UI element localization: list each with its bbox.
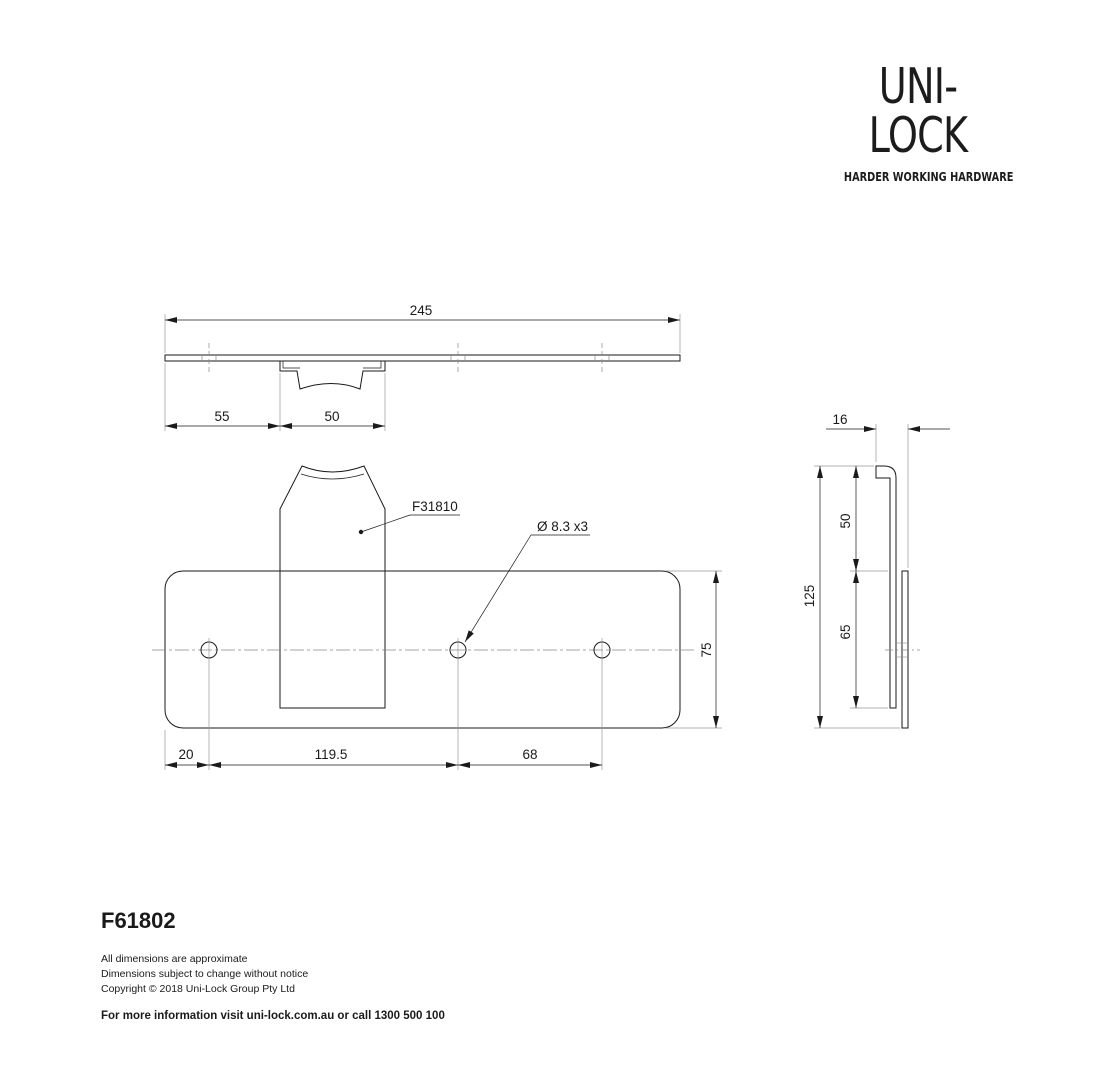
brand-tagline: HARDER WORKING HARDWARE xyxy=(843,169,1014,184)
note-line: Copyright © 2018 Uni-Lock Group Pty Ltd xyxy=(101,983,295,995)
dim-offset-left xyxy=(164,363,386,431)
callout-part-ref xyxy=(358,514,460,535)
bracket-body xyxy=(279,465,386,571)
dim-thickness-label: 16 xyxy=(832,412,847,427)
dim-plate-height xyxy=(666,570,722,729)
note-line: All dimensions are approximate xyxy=(101,953,248,965)
brand-logo: UNI-LOCK HARDER WORKING HARDWARE xyxy=(820,62,1016,186)
dim-bracket-width-label: 50 xyxy=(324,409,339,424)
top-view-plate xyxy=(164,354,681,362)
dim-overall-height-label: 125 xyxy=(802,585,817,608)
callout-hole-spec xyxy=(464,534,590,643)
brand-wordmark: UNI-LOCK xyxy=(868,58,968,164)
side-view-plate xyxy=(901,570,909,729)
note-line: Dimensions subject to change without not… xyxy=(101,968,309,980)
dim-offset-left-label: 55 xyxy=(214,409,229,424)
dim-hole-spacing-1-label: 119.5 xyxy=(315,747,348,762)
contact-info: For more information visit uni-lock.com.… xyxy=(101,1010,445,1022)
dim-upper-height-label: 50 xyxy=(838,513,853,528)
top-view-bracket xyxy=(279,361,386,390)
side-view-bracket xyxy=(875,465,897,709)
back-plate xyxy=(164,570,681,729)
callout-part-ref-label: F31810 xyxy=(412,499,458,514)
dim-side-heights xyxy=(814,465,900,729)
part-number: F61802 xyxy=(101,908,176,933)
dim-hole-positions xyxy=(164,662,603,770)
dim-hole-spacing-2-label: 68 xyxy=(522,747,537,762)
disclaimer-notes: All dimensions are approximate Dimension… xyxy=(101,952,308,997)
dim-thickness xyxy=(826,424,950,568)
dim-plate-height-label: 75 xyxy=(699,642,714,657)
bracket-lower xyxy=(279,571,386,709)
top-view xyxy=(164,343,681,390)
dim-overall-length xyxy=(164,314,681,353)
dim-hole-offset-label: 20 xyxy=(178,747,193,762)
side-view xyxy=(875,465,920,729)
callout-hole-spec-label: Ø 8.3 x3 xyxy=(537,519,588,534)
dim-lower-height-label: 65 xyxy=(838,624,853,639)
front-view xyxy=(152,465,694,729)
dim-overall-length-label: 245 xyxy=(410,303,433,318)
